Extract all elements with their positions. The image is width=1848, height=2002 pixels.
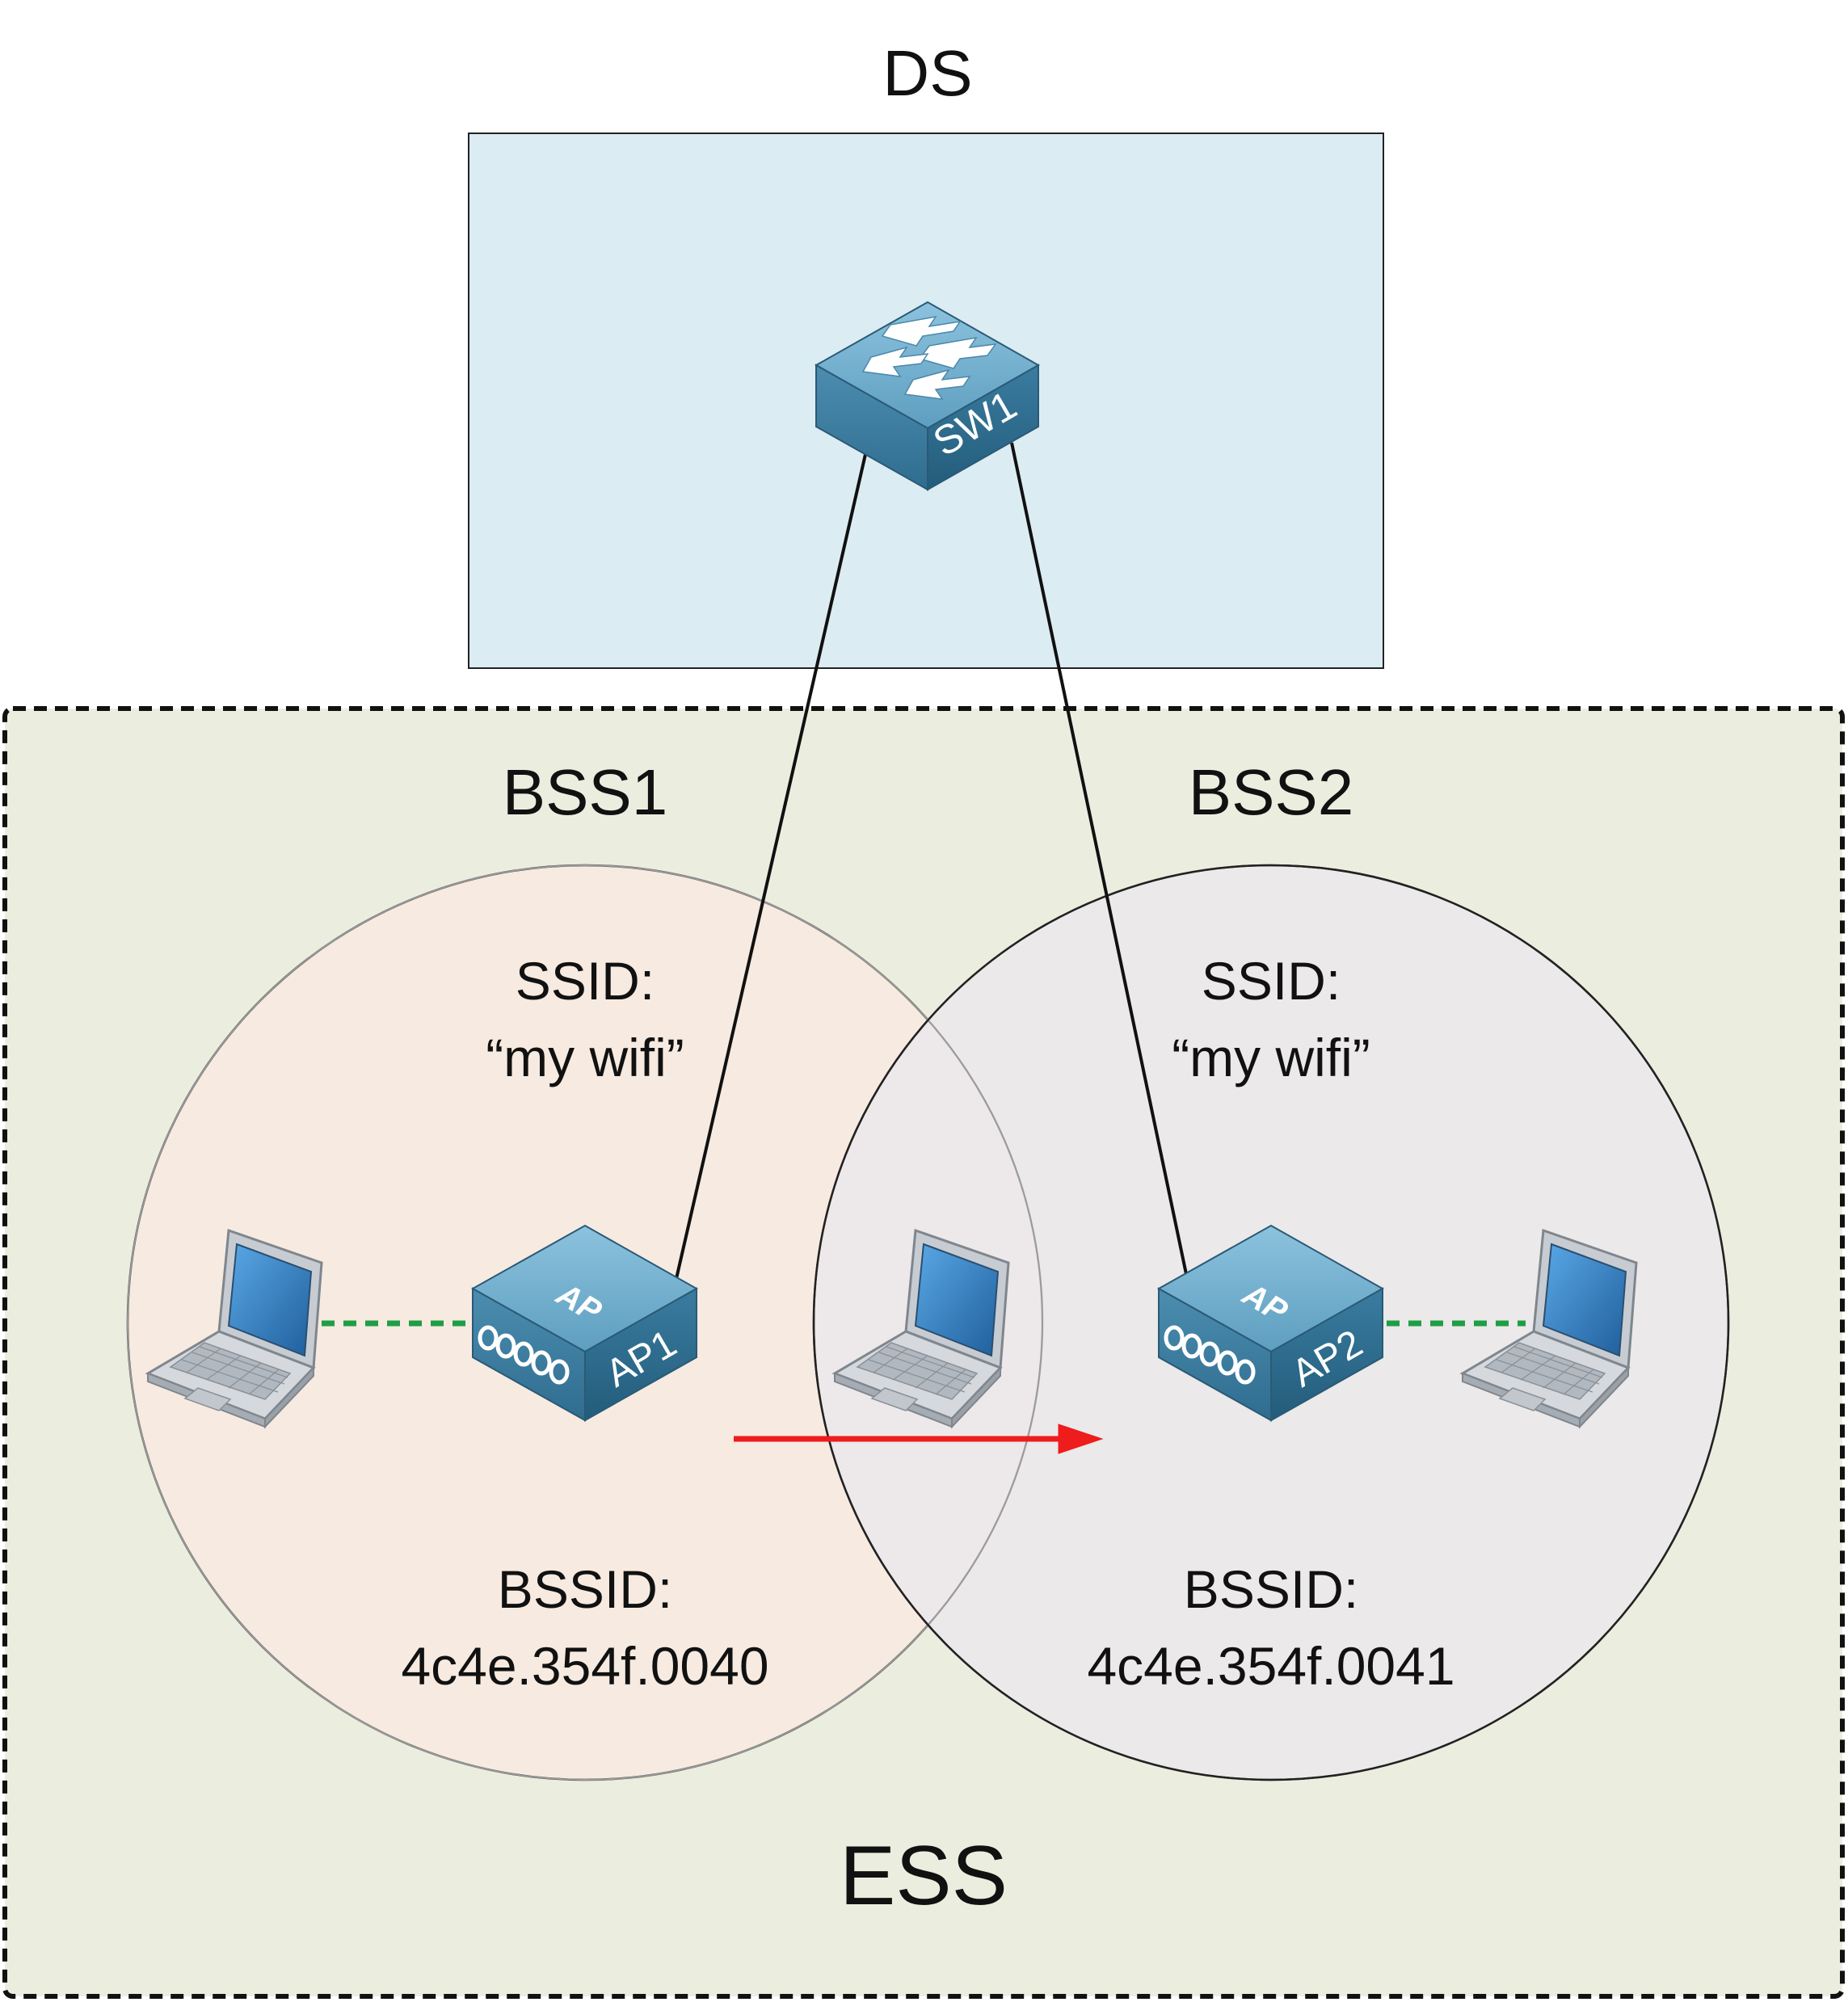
ap1-access-point-icon: AP AP1 — [470, 1224, 699, 1422]
bss1-bssid-label: BSSID: — [498, 1559, 672, 1619]
bss1-name: BSS1 — [503, 756, 668, 828]
ap2-antenna-rings-icon — [1164, 1325, 1256, 1385]
ap2-access-point-icon: AP AP2 — [1156, 1224, 1385, 1422]
roaming-arrow — [734, 1424, 1104, 1454]
bss1-bssid-value: 4c4e.354f.0040 — [401, 1636, 768, 1696]
uplink-sw1-ap2 — [1010, 442, 1188, 1275]
sw1-switch-icon: SW1 — [814, 301, 1041, 491]
bss2-ssid-value: “my wifi” — [1172, 1028, 1370, 1087]
uplink-sw1-ap1 — [674, 450, 868, 1283]
bss2-circle-outline — [812, 864, 1730, 1781]
bss1-ssid-label: SSID: — [516, 951, 655, 1011]
bss2-bssid-value: 4c4e.354f.0041 — [1087, 1636, 1454, 1696]
bss2-ssid-label: SSID: — [1202, 951, 1341, 1011]
ds-title: DS — [882, 37, 972, 109]
ap1-antenna-rings-icon — [478, 1325, 570, 1385]
bss1-circle-outline — [127, 864, 1043, 1781]
bss2-name: BSS2 — [1189, 756, 1354, 828]
bss1-ssid-value: “my wifi” — [486, 1028, 684, 1087]
bss2-bssid-label: BSSID: — [1184, 1559, 1358, 1619]
ess-label: ESS — [840, 1829, 1008, 1923]
